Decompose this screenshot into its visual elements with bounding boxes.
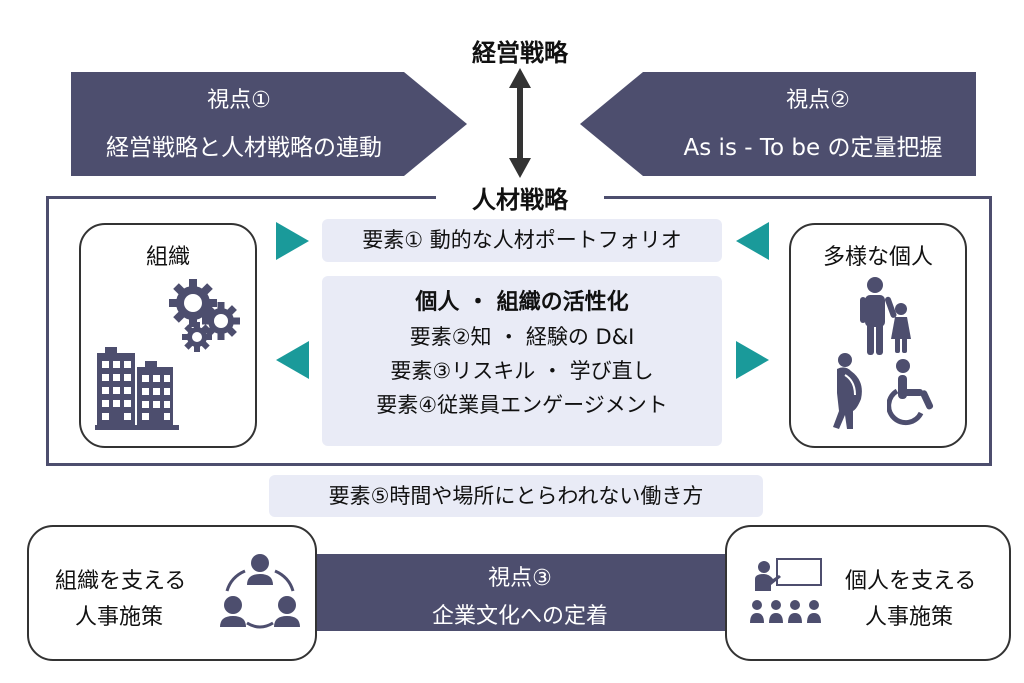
arrow-left-icon bbox=[276, 341, 309, 379]
parent-child-icon bbox=[860, 277, 911, 355]
org-support-line2: 人事施策 bbox=[75, 605, 164, 630]
hr-strategy-title-mask bbox=[436, 186, 604, 206]
individual-support-box: 個人を支える 人事施策 bbox=[725, 525, 1011, 661]
hr-strategy-title: 人材戦略 bbox=[472, 186, 568, 214]
viewpoint-2-text: As is - To be の定量把握 bbox=[683, 135, 943, 161]
pregnant-woman-icon bbox=[833, 353, 862, 429]
arrow-left-icon bbox=[736, 222, 769, 260]
organization-title: 組織 bbox=[145, 245, 190, 270]
viewpoint-2-shape bbox=[580, 72, 976, 176]
center-panel: 個人 ・ 組織の活性化 要素②知 ・ 経験の D&I 要素③リスキル ・ 学び直… bbox=[322, 276, 722, 446]
center-heading: 個人 ・ 組織の活性化 bbox=[415, 290, 629, 315]
element-2-text: 要素②知 ・ 経験の D&I bbox=[409, 325, 635, 349]
arrow-right-icon bbox=[276, 222, 309, 260]
org-support-line1: 組織を支える bbox=[55, 569, 187, 594]
viewpoint-2-label: 視点② bbox=[786, 88, 850, 113]
element-4-text: 要素④従業員エンゲージメント bbox=[376, 393, 668, 417]
wheelchair-icon bbox=[887, 359, 934, 426]
individuals-box: 多様な個人 bbox=[789, 223, 967, 448]
viewpoint-1-text: 経営戦略と人材戦略の連動 bbox=[106, 135, 382, 161]
team-meeting-icon bbox=[220, 554, 300, 629]
viewpoint-1-banner: 視点① 経営戦略と人材戦略の連動 bbox=[71, 72, 467, 176]
viewpoint-1-shape bbox=[71, 72, 467, 176]
element-1-panel: 要素① 動的な人材ポートフォリオ bbox=[322, 219, 722, 262]
gears-icon bbox=[169, 279, 240, 352]
viewpoint-3-text: 企業文化への定着 bbox=[431, 604, 608, 629]
ind-support-line1: 個人を支える bbox=[845, 569, 977, 594]
organization-box: 組織 bbox=[79, 223, 257, 448]
viewpoint-3-bar: 視点③ 企業文化への定着 bbox=[310, 554, 730, 631]
ind-support-line2: 人事施策 bbox=[865, 605, 954, 630]
viewpoint-1-label: 視点① bbox=[207, 88, 271, 113]
element-5-panel: 要素⑤時間や場所にとらわれない働き方 bbox=[269, 475, 763, 517]
training-class-icon bbox=[750, 558, 822, 623]
arrow-right-icon bbox=[736, 341, 769, 379]
management-strategy-title: 経営戦略 bbox=[472, 39, 568, 67]
double-vertical-arrow-icon bbox=[509, 68, 531, 178]
buildings-icon bbox=[95, 347, 179, 430]
org-support-box: 組織を支える 人事施策 bbox=[27, 525, 317, 661]
individuals-title: 多様な個人 bbox=[822, 245, 933, 270]
viewpoint-3-label: 視点③ bbox=[488, 566, 552, 591]
element-3-text: 要素③リスキル ・ 学び直し bbox=[390, 359, 654, 383]
viewpoint-2-banner: 視点② As is - To be の定量把握 bbox=[580, 72, 976, 176]
